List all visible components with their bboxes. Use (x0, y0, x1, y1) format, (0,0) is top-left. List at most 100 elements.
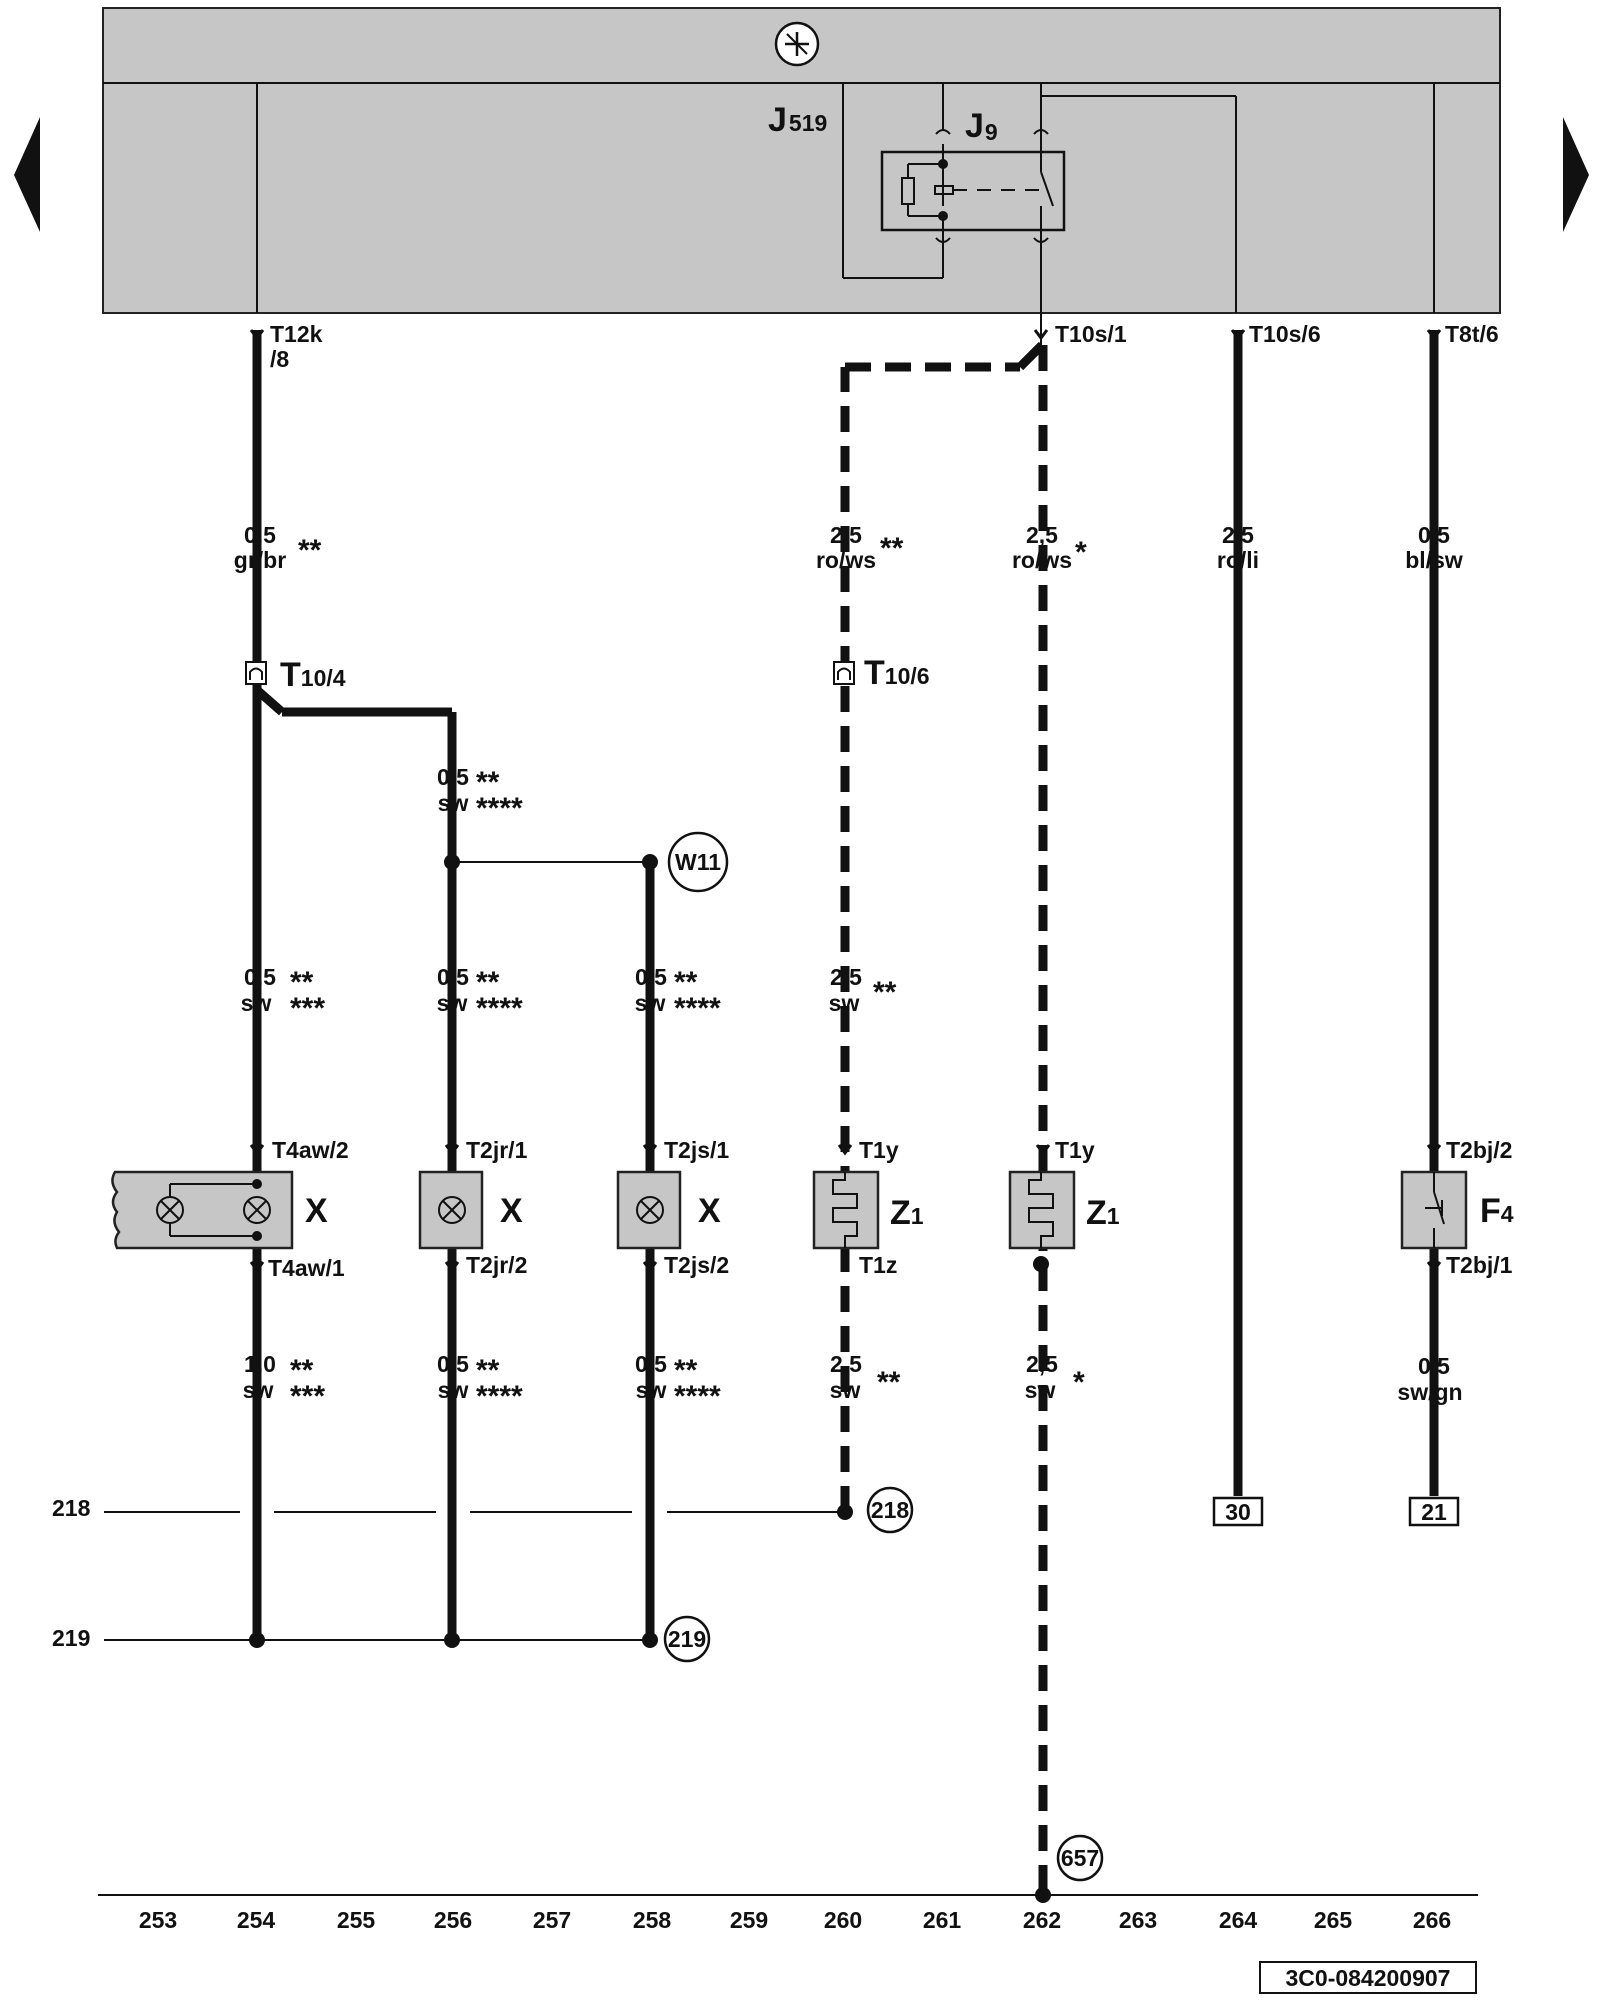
wire-264-size: 2,5 (1222, 522, 1254, 548)
track-number: 254 (237, 1907, 276, 1933)
wire-258c-size: 0,5 (635, 1351, 667, 1377)
wire-262c-color: sw (1025, 1377, 1056, 1403)
connector-t12k: T12k (270, 321, 323, 347)
wire-254c-mark1: ** (290, 1354, 314, 1387)
connector-t2bj2: T2bj/2 (1446, 1137, 1512, 1163)
wire-256a-mark1: ** (476, 766, 500, 799)
heating-element-icon (832, 1172, 858, 1248)
wire-256c-mark1: ** (476, 1354, 500, 1387)
reference-218-label: 218 (871, 1497, 910, 1523)
wire-258c-color: sw (636, 1377, 667, 1403)
wire-258b-color: sw (635, 990, 666, 1016)
track-number: 263 (1119, 1907, 1157, 1933)
svg-text:T10/6: T10/6 (864, 654, 930, 692)
wire-262c-size: 2,5 (1026, 1351, 1058, 1377)
control-unit-label: J519 (768, 101, 827, 139)
wire-256c-mark2: **** (476, 1380, 523, 1413)
connector-t4aw2: T4aw/2 (272, 1137, 349, 1163)
switch-f4-266 (1400, 1170, 1468, 1250)
component-x-258-label: X (698, 1192, 721, 1230)
terminal-30-label: 30 (1225, 1499, 1251, 1525)
wire-258b-mark2: **** (674, 992, 721, 1025)
component-x-254-label: X (305, 1192, 328, 1230)
track-number: 255 (337, 1907, 376, 1933)
track-number: 258 (633, 1907, 672, 1933)
diagram-code: 3C0-084200907 (1286, 1965, 1451, 1991)
svg-text:T10/4: T10/4 (280, 656, 346, 694)
connector-t2jr1: T2jr/1 (466, 1137, 528, 1163)
wire-260b-color: sw (829, 990, 860, 1016)
wire-256b-size: 0,5 (437, 964, 469, 990)
wire-254a-color: gr/br (234, 547, 286, 573)
splice-t10-6: T10/6 (833, 654, 930, 692)
heater-z1-260 (812, 1170, 880, 1250)
connector-t2bj1: T2bj/1 (1446, 1252, 1513, 1278)
wire-258c-mark1: ** (674, 1354, 698, 1387)
wire-256a-size: 0,5 (437, 764, 469, 790)
splice-t10-4: T10/4 (245, 656, 346, 694)
connector-t8t6: T8t/6 (1445, 321, 1499, 347)
track-number: 261 (923, 1907, 962, 1933)
reference-657-label: 657 (1061, 1845, 1099, 1871)
wire-256b-mark2: **** (476, 992, 523, 1025)
wire-266a-color: bl/sw (1405, 547, 1463, 573)
track-number: 264 (1219, 1907, 1258, 1933)
wire-260c-size: 2,5 (830, 1351, 862, 1377)
connector-t12k-pin: /8 (270, 346, 289, 372)
wire-262c-mark: * (1073, 1366, 1085, 1399)
wire-254b-size: 0,5 (244, 964, 276, 990)
wire-266a-size: 0,5 (1418, 522, 1450, 548)
bus-219-label: 219 (52, 1625, 90, 1651)
lamp-x-256 (418, 1170, 484, 1250)
wire-256b-color: sw (437, 990, 468, 1016)
wire-260b-size: 2,5 (830, 964, 862, 990)
component-x-256-label: X (500, 1192, 523, 1230)
terminal-21 (1408, 1496, 1460, 1527)
component-z1-260-label: Z1 (890, 1194, 924, 1232)
wire-258c-mark2: **** (674, 1380, 721, 1413)
track-number: 266 (1413, 1907, 1451, 1933)
reference-657 (1056, 1834, 1104, 1882)
connector-t10s6: T10s/6 (1249, 321, 1321, 347)
wire-254c-mark2: *** (290, 1380, 325, 1413)
relay-label: J9 (965, 107, 998, 145)
previous-page-arrow[interactable] (14, 117, 40, 232)
connector-arrows (249, 329, 1442, 1273)
ground-point-w11-label: W11 (675, 849, 721, 875)
heating-element-icon (1028, 1172, 1054, 1248)
track-number: 253 (139, 1907, 177, 1933)
heater-z1-262 (1008, 1170, 1076, 1272)
wire-260a-size: 2,5 (830, 522, 862, 548)
next-page-arrow[interactable] (1563, 117, 1589, 232)
track-number: 260 (824, 1907, 862, 1933)
wire-254b-mark2: *** (290, 992, 325, 1025)
track-number: 256 (434, 1907, 472, 1933)
wire-256c-size: 0,5 (437, 1351, 469, 1377)
terminal-30 (1212, 1496, 1264, 1527)
wire-266c-color: sw/gn (1397, 1379, 1462, 1405)
reference-218 (866, 1486, 914, 1534)
reference-219 (663, 1615, 711, 1663)
reference-219-label: 219 (668, 1626, 706, 1652)
connector-t1y-260: T1y (859, 1137, 899, 1163)
current-track-numbers: 253 254 255 256 257 258 259 260 261 262 … (139, 1907, 1451, 1933)
wire-254c-color: sw (243, 1377, 274, 1403)
diagram-code-box (1259, 1961, 1477, 1994)
component-f4-label: F4 (1480, 1192, 1514, 1230)
wire-256a-color: sw (438, 790, 469, 816)
connector-t4aw1: T4aw/1 (268, 1255, 345, 1281)
connector-t2jr2: T2jr/2 (466, 1252, 527, 1278)
wire-254c-size: 1,0 (244, 1351, 276, 1377)
switch-icon (1425, 1172, 1445, 1248)
ground-point-w11 (667, 831, 729, 893)
connector-t10s1: T10s/1 (1055, 321, 1127, 347)
lamp-icon (156, 1196, 184, 1224)
lamp-x-254 (111, 1170, 294, 1250)
ignition-switch-icon (774, 21, 820, 67)
wire-262a-size: 2,5 (1026, 522, 1058, 548)
bus-218-label: 218 (52, 1495, 91, 1521)
track-number: 262 (1023, 1907, 1061, 1933)
lamp-icon (243, 1196, 271, 1224)
wire-264-color: ro/li (1217, 547, 1259, 573)
